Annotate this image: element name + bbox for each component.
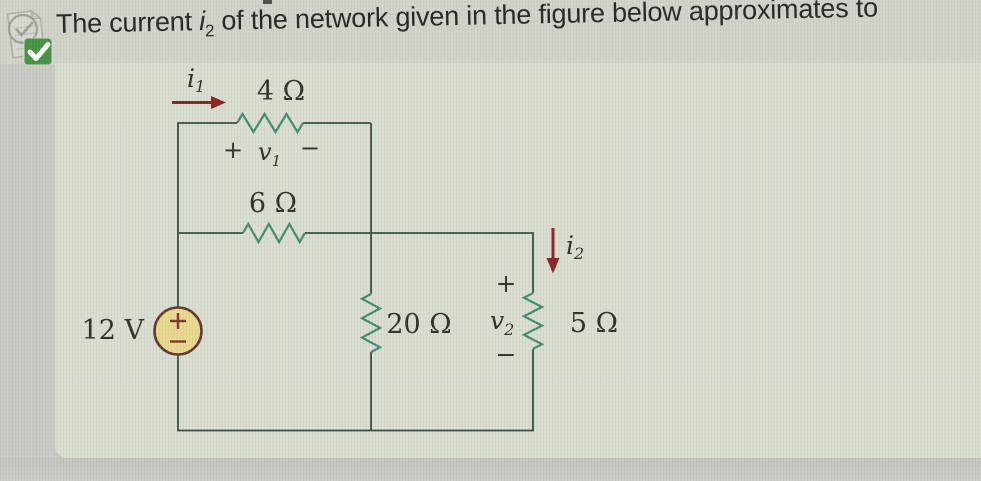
resistor-5ohm-label: 5 Ω bbox=[570, 308, 618, 339]
resistor-6ohm-label: 6 Ω bbox=[249, 188, 297, 219]
question-status-icon bbox=[6, 9, 53, 66]
page-bottom-strip bbox=[0, 458, 981, 481]
circuit-labels: 12 V 4 Ω 6 Ω 20 Ω 5 Ω i1 i2 + v1 − + v2 … bbox=[82, 64, 619, 369]
voltage-v1-label: v1 bbox=[258, 138, 281, 170]
resistor-20ohm bbox=[359, 293, 383, 354]
current-arrows bbox=[172, 96, 560, 274]
circle-check-watermark-icon bbox=[7, 13, 39, 45]
figure-panel bbox=[55, 63, 981, 458]
voltage-v1-plus-sign: + bbox=[223, 136, 243, 164]
current-i2-arrowhead-icon bbox=[546, 258, 560, 274]
source-value-label: 12 V bbox=[82, 315, 145, 346]
cropped-text-remnant bbox=[263, 0, 272, 4]
current-i2-label: i2 bbox=[566, 231, 584, 263]
resistor-5ohm bbox=[521, 292, 545, 350]
circuit-wires bbox=[177, 122, 534, 432]
voltage-source-plus-icon bbox=[170, 313, 186, 329]
voltage-v1-minus-sign: − bbox=[300, 134, 320, 162]
question-header-area bbox=[0, 0, 981, 64]
wire-segment bbox=[177, 122, 534, 432]
voltage-source-circle bbox=[153, 306, 203, 356]
correct-check-badge-icon bbox=[23, 37, 53, 66]
voltage-v2-plus-sign: + bbox=[496, 269, 517, 298]
resistor-4ohm-label: 4 Ω bbox=[257, 76, 305, 107]
resistor-6ohm bbox=[242, 221, 306, 245]
resistor-4ohm bbox=[236, 111, 304, 135]
circuit-resistors bbox=[236, 111, 545, 354]
current-i1-label: i1 bbox=[187, 64, 205, 96]
current-i1-arrowhead-icon bbox=[211, 96, 226, 109]
voltage-source bbox=[153, 306, 203, 356]
resistor-20ohm-label: 20 Ω bbox=[386, 309, 451, 340]
voltage-v2-label: v2 bbox=[490, 306, 514, 339]
voltage-v2-minus-sign: − bbox=[496, 340, 517, 369]
